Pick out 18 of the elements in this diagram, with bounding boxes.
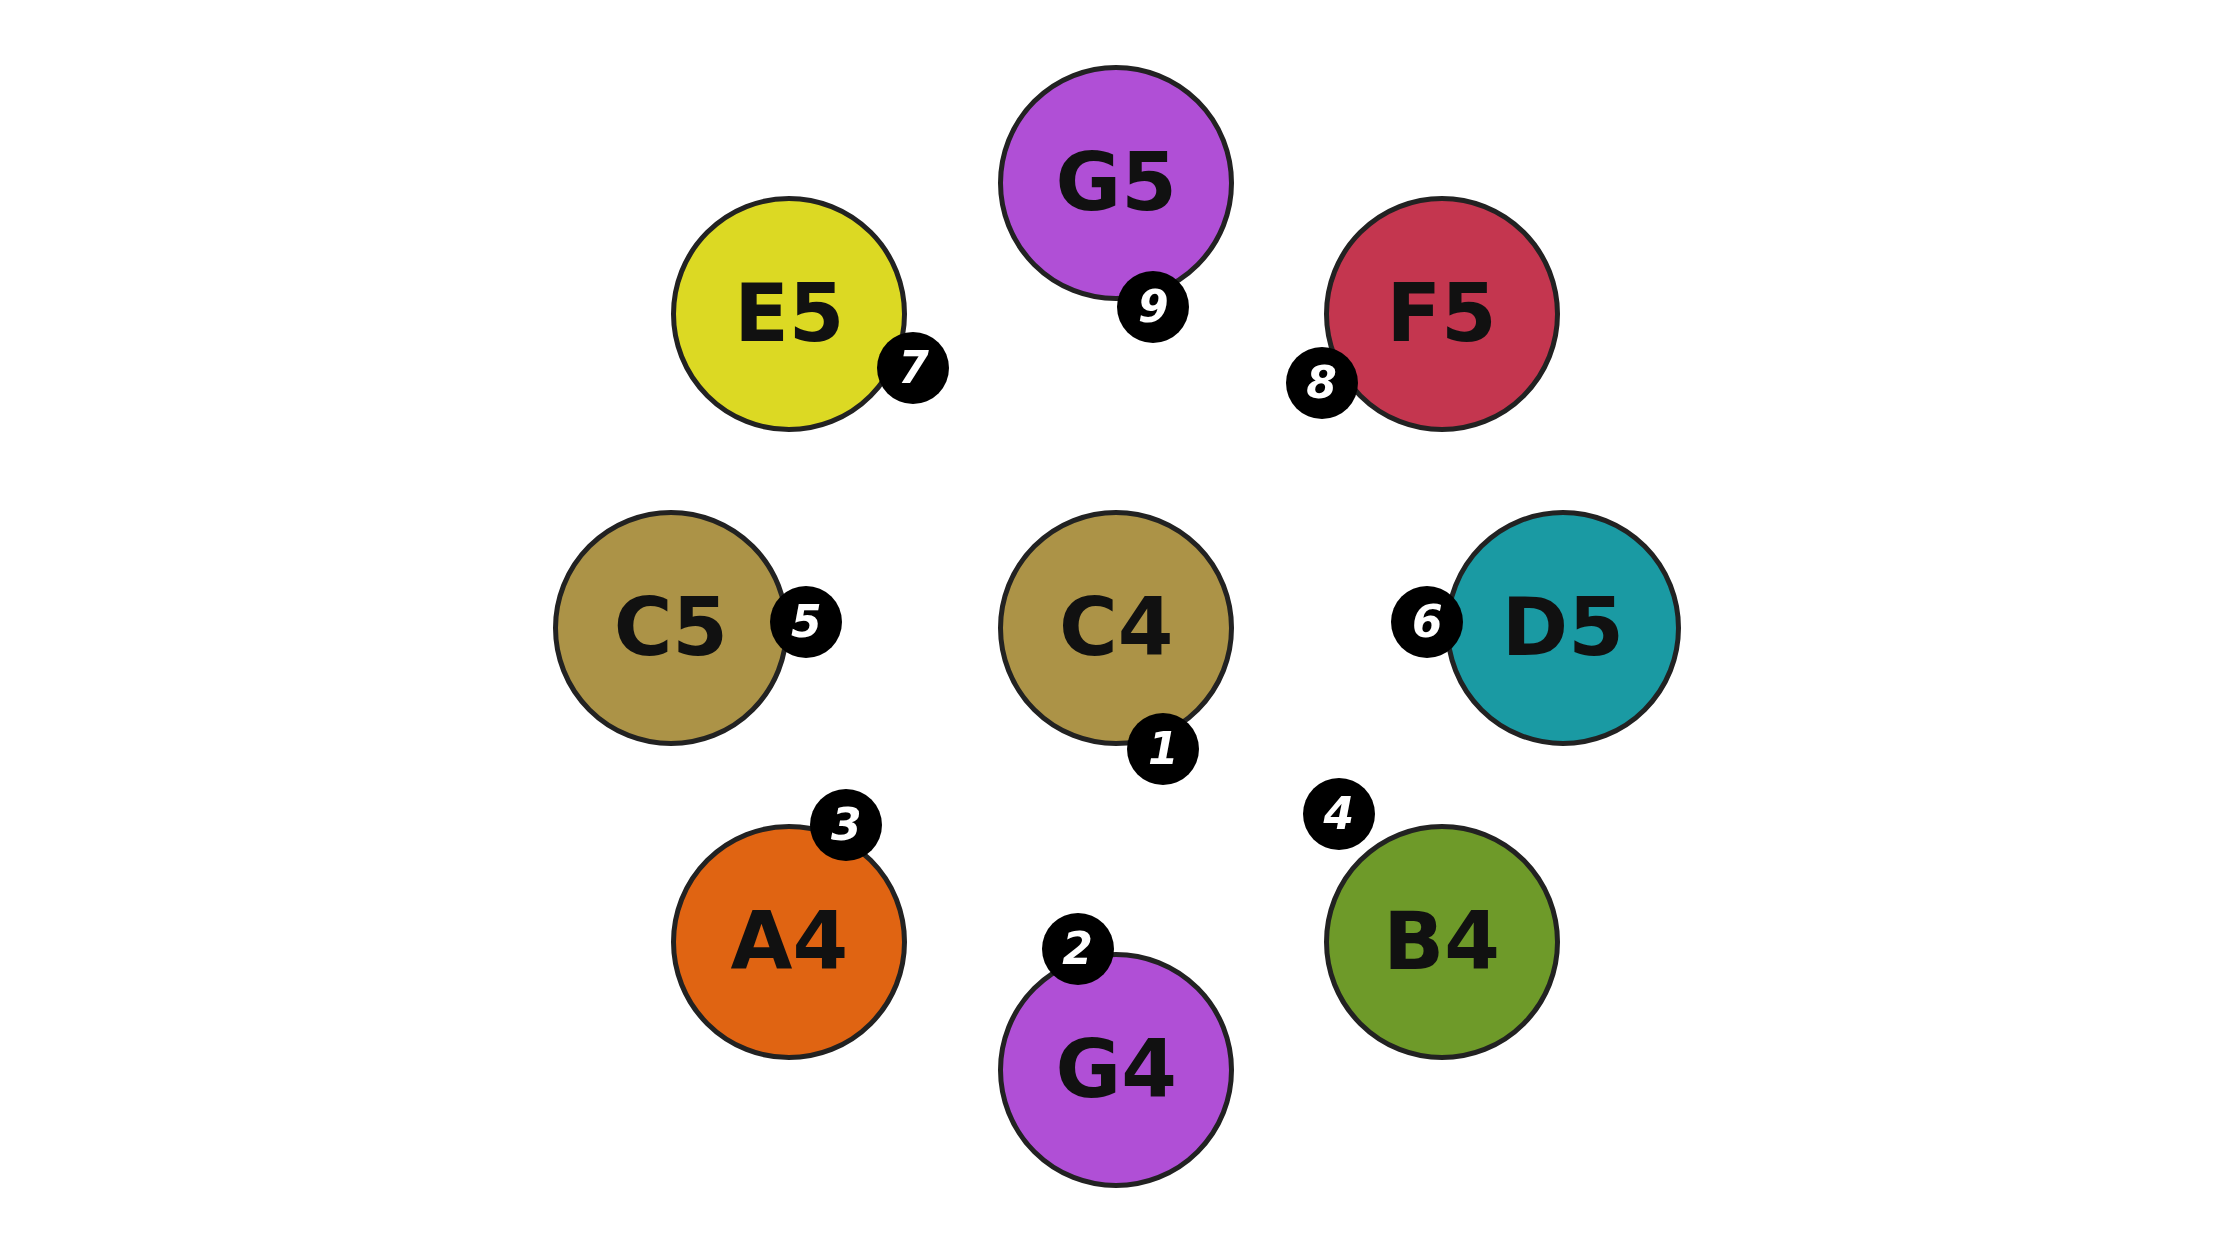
note-label: G5	[1055, 142, 1177, 223]
number-badge: 5	[770, 586, 843, 659]
number-badge: 2	[1041, 913, 1114, 986]
note-label: G4	[1055, 1030, 1177, 1111]
number-badge: 4	[1302, 777, 1375, 850]
number-badge: 3	[810, 788, 883, 861]
note-label: E5	[734, 274, 845, 354]
number-badge: 7	[877, 332, 950, 405]
note-label: D5	[1501, 588, 1624, 668]
number-badge: 1	[1127, 713, 1200, 786]
note-label: B4	[1383, 902, 1500, 982]
number-badge: 9	[1117, 270, 1190, 343]
number-badge: 8	[1285, 346, 1358, 419]
number-badge: 6	[1391, 586, 1464, 659]
note-label: A4	[730, 902, 849, 982]
note-label: C5	[613, 588, 728, 668]
note-label: F5	[1386, 274, 1497, 354]
note-label: C4	[1058, 588, 1174, 668]
